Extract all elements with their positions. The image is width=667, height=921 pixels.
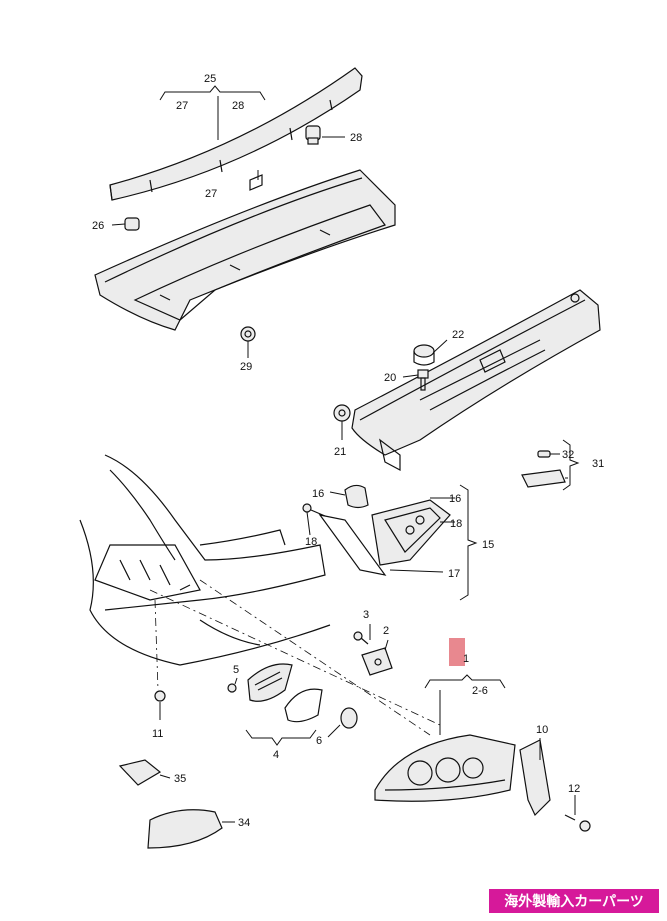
callout-2: 2 — [383, 625, 389, 637]
seal-16 — [344, 484, 369, 509]
callout-28: 28 — [232, 100, 244, 112]
callout-10: 10 — [536, 724, 548, 736]
bolt-20 — [417, 369, 429, 391]
part-35 — [118, 759, 162, 786]
spoiler-strip — [109, 67, 363, 201]
tail-lamp — [374, 734, 516, 802]
grommet-21 — [333, 404, 351, 422]
callout-2-6: 2-6 — [472, 685, 488, 697]
lamp-holder-31 — [521, 469, 566, 488]
callout-1: 1 — [463, 653, 469, 665]
callout-35: 35 — [174, 773, 186, 785]
bracket-2 — [361, 647, 393, 676]
grommet-6 — [340, 707, 358, 729]
watermark-badge: 海外製輸入カーパーツ — [489, 889, 659, 913]
callout-18: 18 — [450, 518, 462, 530]
callout-21: 21 — [334, 446, 346, 458]
clip-26 — [124, 217, 140, 231]
callout-27: 27 — [205, 188, 217, 200]
callout-34: 34 — [238, 817, 250, 829]
bracket-10 — [519, 739, 551, 817]
callout-5: 5 — [233, 664, 239, 676]
callout-4: 4 — [273, 749, 279, 761]
callout-32: 32 — [562, 449, 574, 461]
callout-27: 27 — [176, 100, 188, 112]
screw-12 — [564, 814, 591, 832]
callout-16: 16 — [312, 488, 324, 500]
callout-11: 11 — [152, 728, 163, 740]
highlight-part-1 — [449, 638, 465, 666]
gasket-17 — [318, 514, 387, 576]
callout-16: 16 — [449, 493, 461, 505]
cap-22 — [413, 344, 435, 366]
callout-22: 22 — [452, 329, 464, 341]
light-unit-15 — [371, 499, 451, 566]
callout-3: 3 — [363, 609, 369, 621]
callout-26: 26 — [92, 220, 104, 232]
callout-12: 12 — [568, 783, 580, 795]
clip-28 — [305, 125, 321, 145]
rear-panel-carrier — [351, 289, 601, 471]
screw-18 — [302, 503, 326, 517]
clip-11 — [154, 690, 166, 702]
callout-29: 29 — [240, 361, 252, 373]
callout-20: 20 — [384, 372, 396, 384]
callout-25: 25 — [204, 73, 216, 85]
callout-17: 17 — [448, 568, 460, 580]
rear-shelf-panel — [94, 169, 396, 331]
callout-28: 28 — [350, 132, 362, 144]
screw-5 — [227, 683, 237, 693]
gasket-4 — [284, 688, 323, 723]
cover-4 — [247, 663, 293, 702]
cover-34 — [147, 809, 223, 849]
car-body-rear — [79, 454, 331, 666]
nut-29 — [240, 326, 256, 342]
screw-3 — [353, 631, 369, 645]
callout-31: 31 — [592, 458, 604, 470]
bulb-32 — [537, 450, 551, 458]
callout-6: 6 — [316, 735, 322, 747]
callout-18: 18 — [305, 536, 317, 548]
callout-15: 15 — [482, 539, 494, 551]
